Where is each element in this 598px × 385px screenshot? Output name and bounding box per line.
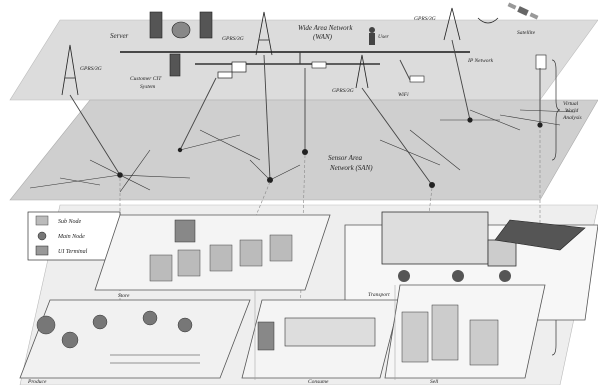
main-node-icon [38,232,46,240]
customer-label-2: System [140,84,155,90]
legend-sub-node: Sub Node [58,219,82,225]
san-label-2: Network (SAN) [329,164,373,172]
sub-node-icon [36,216,48,225]
user-label: User [378,34,390,40]
virtual-world-label: Virtual World Analysis [562,101,582,121]
network-plane [10,20,598,100]
gprs-center-label: GPRS/3G [332,88,354,94]
store-scenario: Store [95,215,330,299]
user-icon [369,27,375,45]
sell-scenario: Sell [385,285,545,385]
satellite-icon [508,2,539,19]
truck-cab [488,240,516,266]
sell-label: Sell [430,379,439,385]
virtual-label-line: Analysis [562,115,582,121]
consume-scenario: Consume [242,300,400,385]
customer-label-1: Customer CIT [130,76,162,82]
wan-label-2: (WAN) [313,33,333,41]
ui-terminal-icon [36,246,48,255]
gprs-left-label: GPRS/3G [80,66,102,72]
san-label-1: Sensor Area [328,154,363,162]
produce-label: Produce [27,379,47,385]
virtual-label-line: World [565,108,578,114]
legend-main-node: Main Node [57,234,85,240]
wifi-label: WiFi [398,92,409,98]
satellite-label: Satellite [517,30,536,36]
legend-ui-terminal: UI Terminal [58,249,88,255]
server-label: Server [110,32,129,40]
virtual-label-line: Virtual [563,101,579,107]
gprs-mid-label: GPRS/3G [222,36,244,42]
gprs-right-label: GPRS/3G [414,16,436,22]
ip-network-label: IP Network [467,58,494,64]
produce-scenario: Produce [20,300,250,385]
legend: Sub Node Main Node UI Terminal [28,212,120,260]
wan-label-1: Wide Area Network [298,24,353,32]
store-label: Store [118,293,130,299]
consume-label: Consume [308,379,329,385]
truck-trailer [382,212,488,264]
transport-label: Transport [368,292,390,298]
